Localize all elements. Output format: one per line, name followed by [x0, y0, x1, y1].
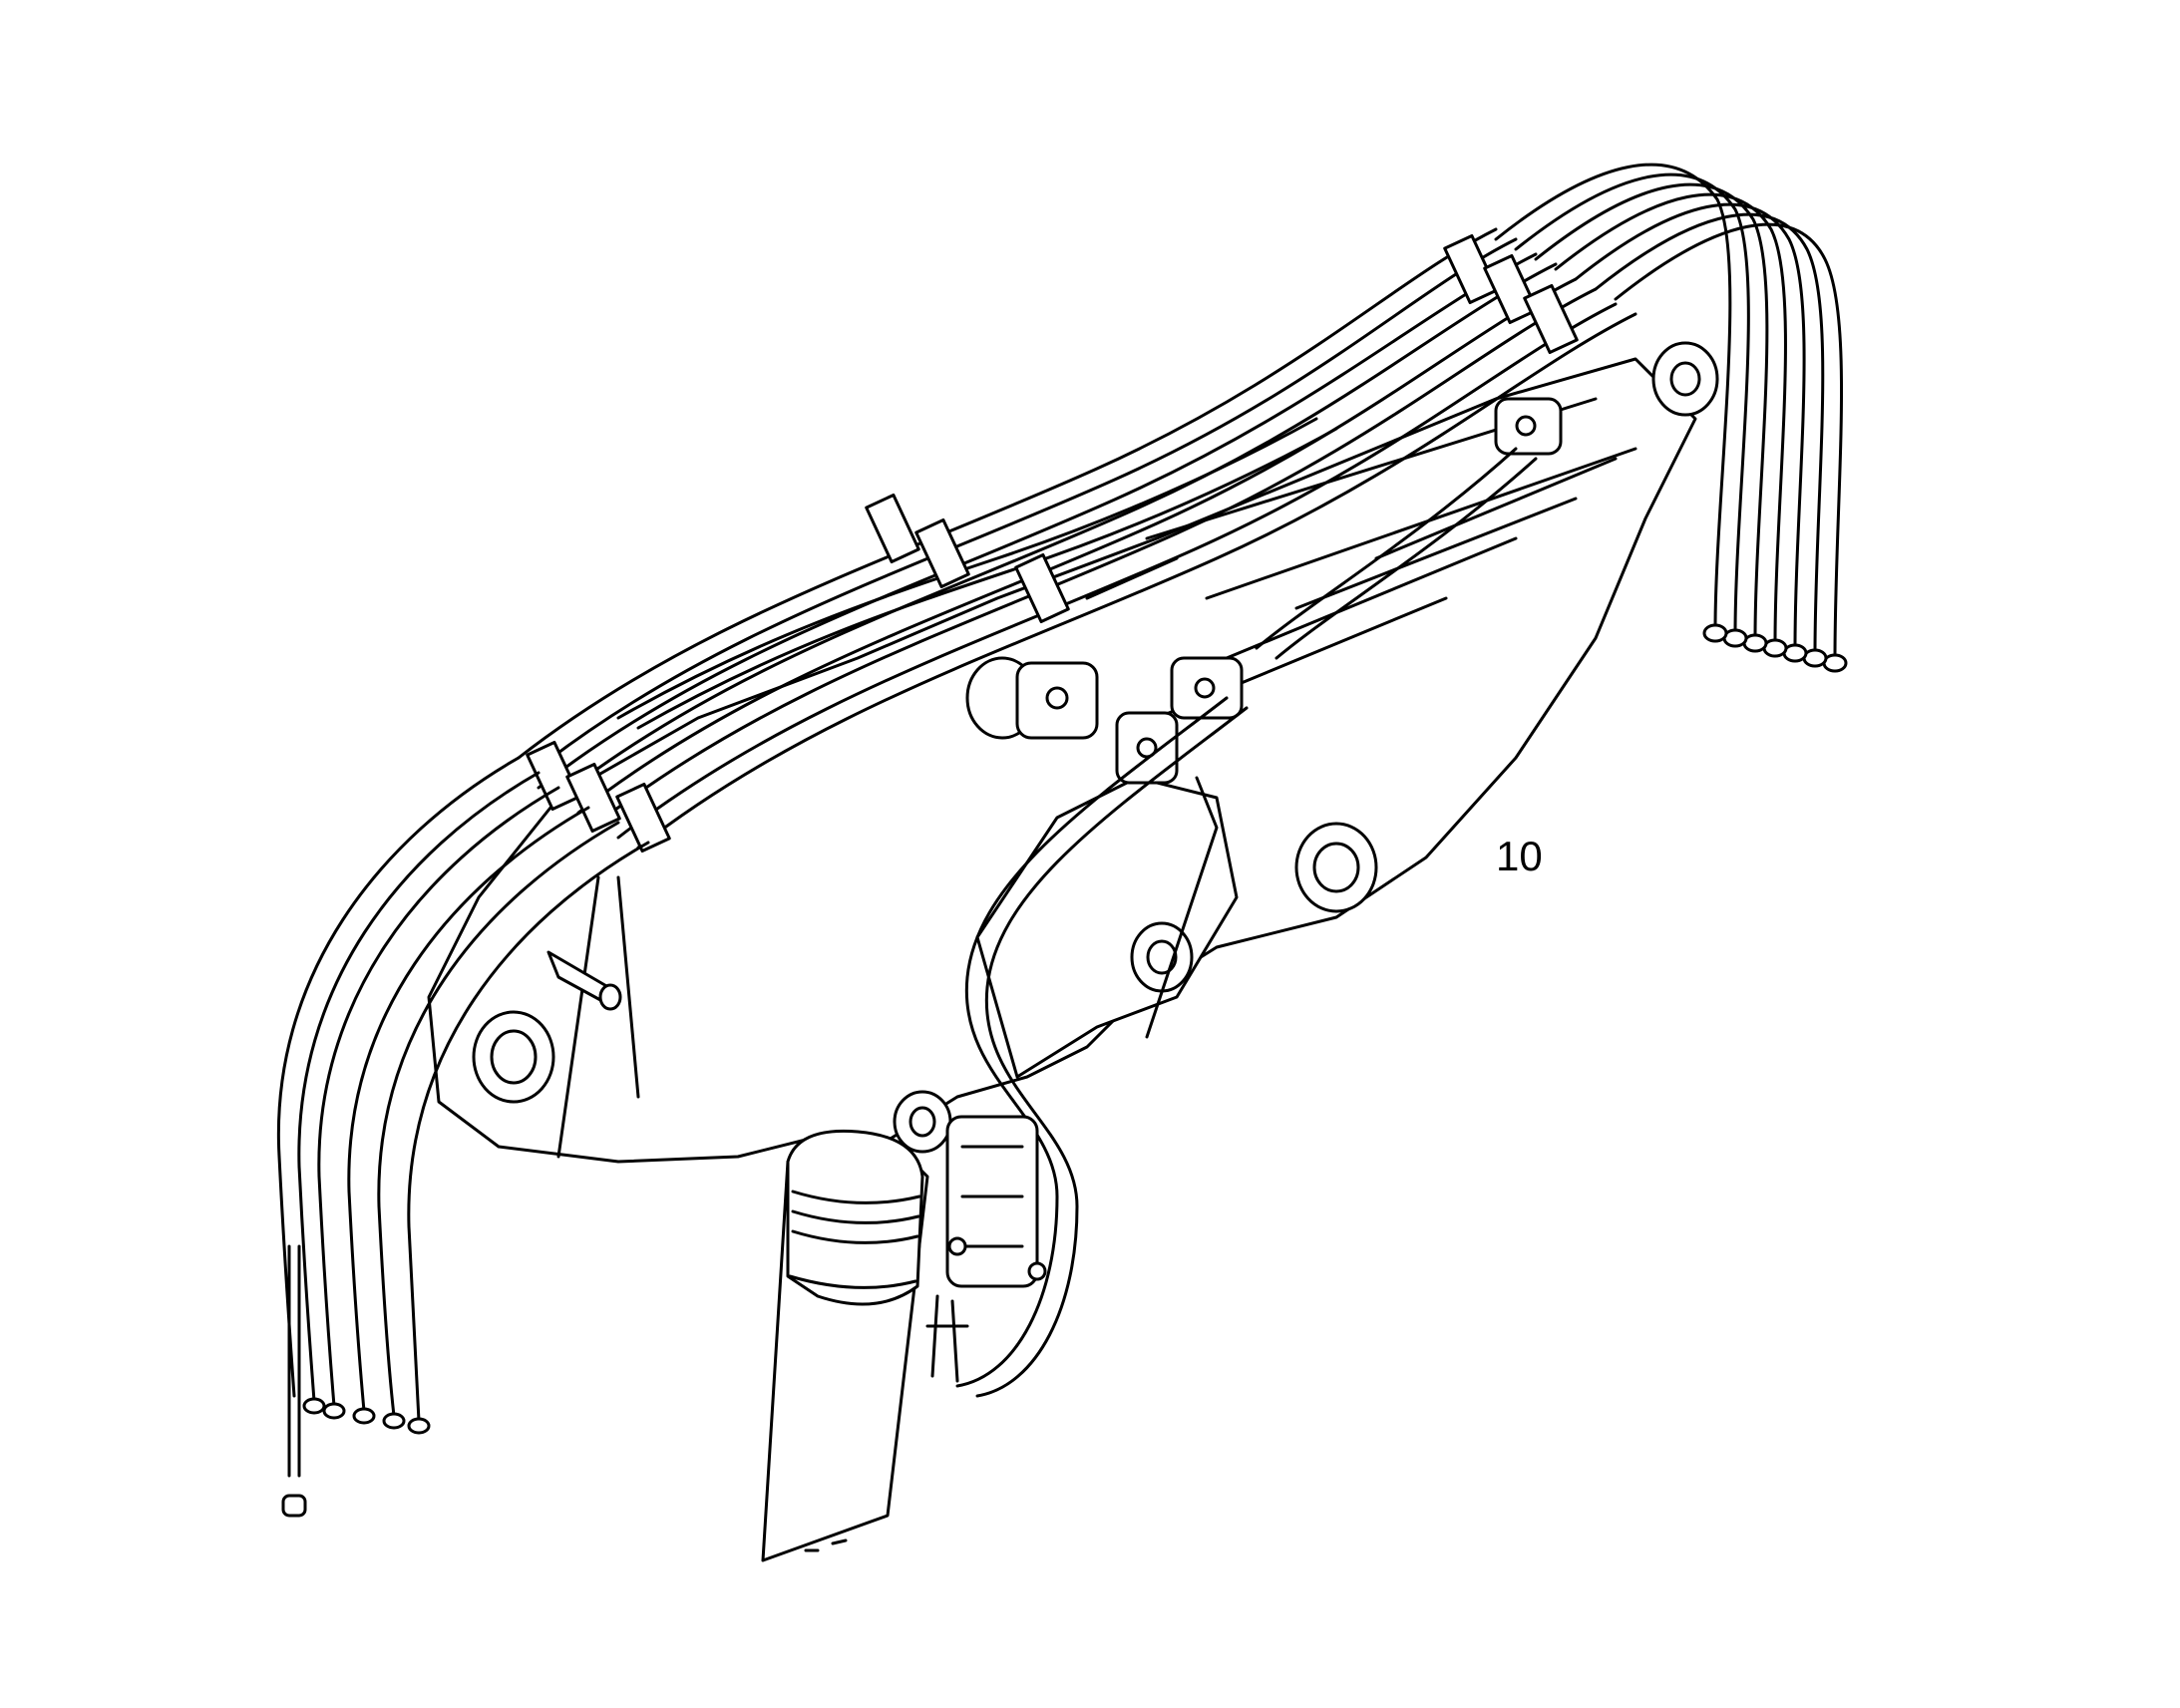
dipper-valve-assembly [925, 1115, 1047, 1383]
left-hose-drop [276, 756, 650, 1518]
part-callout-label: 10 [1496, 833, 1543, 879]
dipper-arm [761, 1129, 929, 1562]
valve-block-center [965, 397, 1563, 785]
hose-clamps [526, 233, 1579, 854]
pin-bosses [472, 341, 1719, 1154]
upper-hose-bundle [517, 227, 1637, 850]
center-hoses [955, 447, 1538, 1398]
boom-body [427, 357, 1697, 1164]
right-hose-loop [1494, 163, 1848, 673]
